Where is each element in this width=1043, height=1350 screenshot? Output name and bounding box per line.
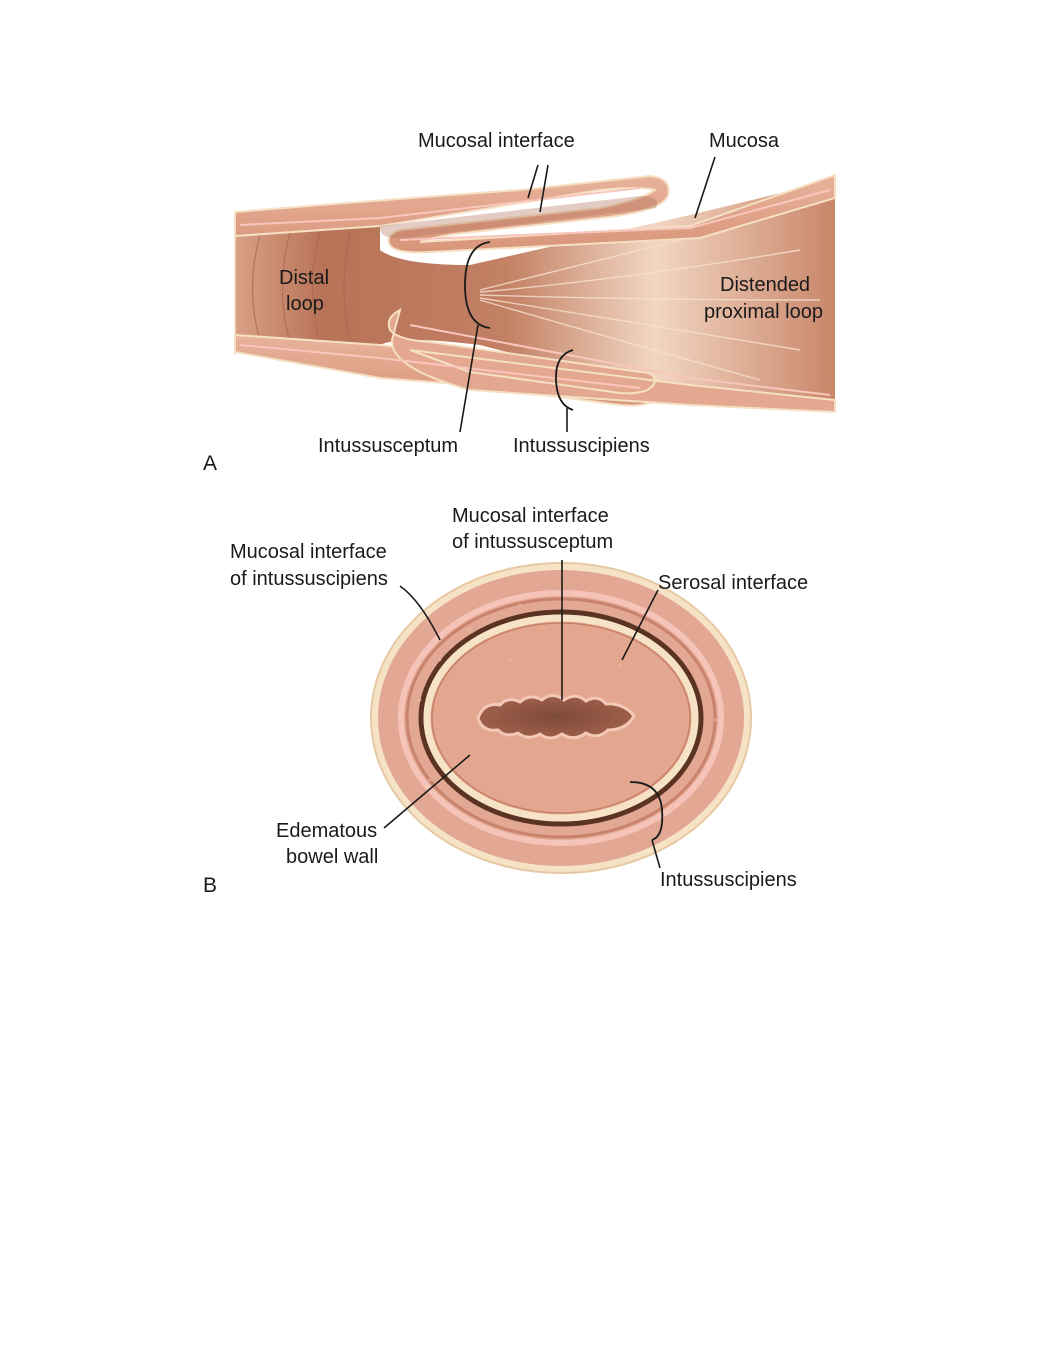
label-mucosal-intussusceptum-2: of intussusceptum <box>452 531 613 553</box>
label-distal-loop-2: loop <box>286 293 324 315</box>
panel-b-illustration <box>371 563 751 873</box>
label-distended-1: Distended <box>720 274 810 296</box>
panel-letter-b: B <box>203 874 217 897</box>
label-distal-loop-1: Distal <box>279 267 329 289</box>
label-intussuscipiens-a: Intussuscipiens <box>513 435 650 457</box>
label-mucosal-intussuscipiens-2: of intussuscipiens <box>230 568 388 590</box>
label-mucosal-intussusceptum-1: Mucosal interface <box>452 505 609 527</box>
mucosa-leader <box>695 157 715 218</box>
label-mucosal-intussuscipiens-1: Mucosal interface <box>230 541 387 563</box>
panel-letter-a: A <box>203 452 217 475</box>
label-intussusceptum: Intussusceptum <box>318 435 458 457</box>
label-distended-2: proximal loop <box>704 301 823 323</box>
label-edematous-2: bowel wall <box>286 846 378 868</box>
label-edematous-1: Edematous <box>276 820 377 842</box>
label-mucosa: Mucosa <box>709 130 780 152</box>
label-mucosal-interface: Mucosal interface <box>418 130 575 152</box>
label-serosal-interface: Serosal interface <box>658 572 808 594</box>
label-intussuscipiens-b: Intussuscipiens <box>660 869 797 891</box>
